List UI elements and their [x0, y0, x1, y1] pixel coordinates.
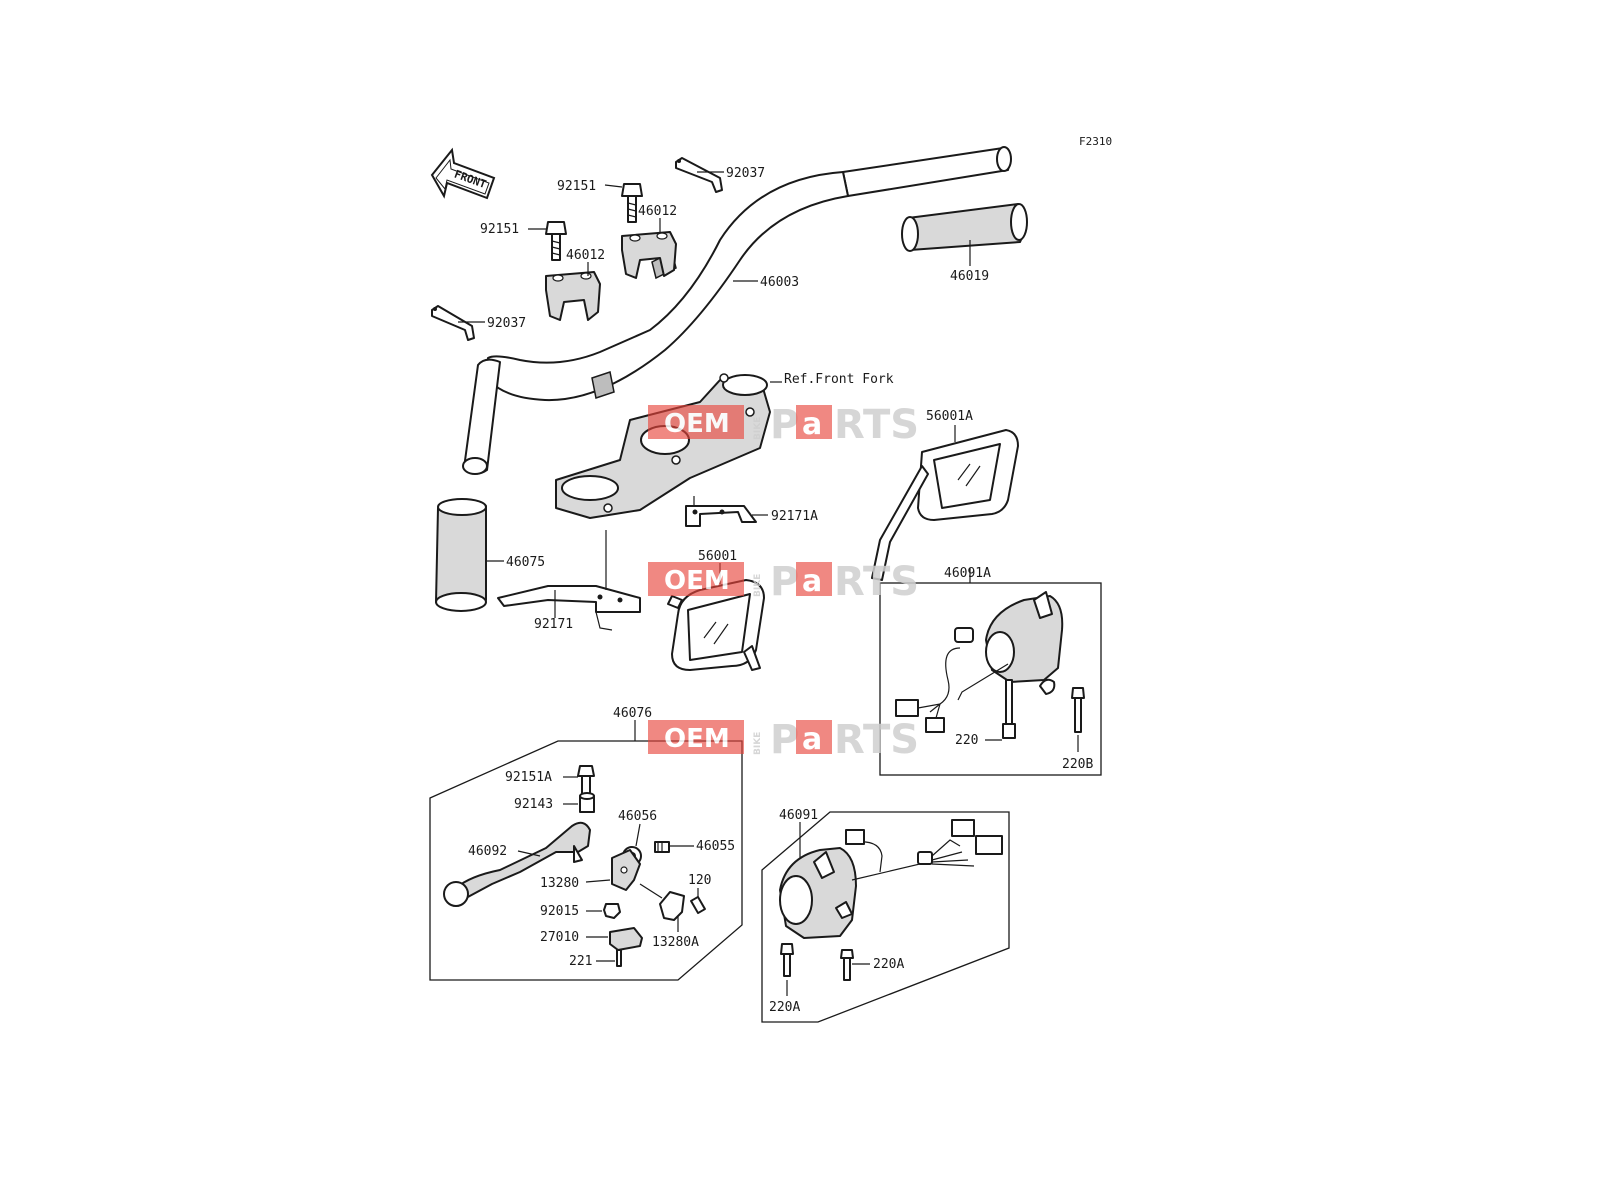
lever-46092-icon[interactable]	[443, 821, 591, 907]
screw-220B-icon[interactable]	[1071, 687, 1085, 733]
label-221: 221	[569, 954, 592, 969]
grip-46019-icon[interactable]	[901, 203, 1028, 252]
label-46091A: 46091A	[944, 566, 991, 581]
label-46075: 46075	[506, 555, 545, 570]
label-ref-front-fork: Ref.Front Fork	[784, 372, 894, 387]
screw-221-icon[interactable]	[616, 949, 622, 967]
screw-120-icon[interactable]	[690, 895, 706, 915]
label-220B: 220B	[1062, 757, 1093, 772]
svg-text:P: P	[770, 717, 799, 763]
label-56001: 56001	[698, 549, 737, 564]
watermark-2: OEM BIKE P a RTS	[648, 559, 919, 605]
nut-92015-icon[interactable]	[603, 903, 621, 919]
bolt-92151-right-icon[interactable]	[621, 183, 643, 223]
label-92151A: 92151A	[505, 770, 552, 785]
label-46019: 46019	[950, 269, 989, 284]
holder-46012-left-icon[interactable]	[545, 271, 601, 321]
label-120: 120	[688, 873, 711, 888]
mirror-56001-icon[interactable]	[667, 579, 765, 671]
svg-text:OEM: OEM	[664, 724, 730, 754]
label-220A-lower: 220A	[769, 1000, 800, 1015]
label-92037-right: 92037	[726, 166, 765, 181]
switch-27010-icon[interactable]	[609, 927, 643, 951]
clamp-92037-left-icon[interactable]	[431, 305, 475, 341]
switch-46091-box	[761, 811, 1010, 1023]
switch-housing-46091-icon[interactable]	[779, 819, 1003, 939]
label-13280A: 13280A	[652, 935, 699, 950]
clamp-92171A-icon[interactable]	[685, 505, 757, 527]
label-92151-left: 92151	[480, 222, 519, 237]
screw-220-icon[interactable]	[1002, 679, 1016, 739]
screw-220A-lower-icon[interactable]	[780, 943, 794, 977]
label-92171A: 92171A	[771, 509, 818, 524]
clamp-92037-right-icon[interactable]	[675, 157, 723, 193]
svg-text:P: P	[770, 402, 799, 448]
label-220: 220	[955, 733, 978, 748]
bolt-92151-left-icon[interactable]	[545, 221, 567, 261]
svg-text:OEM: OEM	[664, 566, 730, 596]
label-46076: 46076	[613, 706, 652, 721]
label-92151-right: 92151	[557, 179, 596, 194]
label-56001A: 56001A	[926, 409, 973, 424]
svg-text:BIKE: BIKE	[753, 417, 763, 440]
svg-text:P: P	[770, 559, 799, 605]
svg-text:RTS: RTS	[834, 717, 919, 763]
svg-text:BIKE: BIKE	[753, 732, 763, 755]
grip-46075-icon[interactable]	[435, 498, 487, 612]
label-92037-left: 92037	[487, 316, 526, 331]
mirror-56001A-icon[interactable]	[871, 429, 1019, 581]
top-bridge-icon[interactable]	[555, 373, 771, 519]
handlebar-46003[interactable]	[462, 146, 1012, 475]
svg-text:RTS: RTS	[834, 559, 919, 605]
bolt-92151A-icon[interactable]	[577, 765, 595, 799]
label-92143: 92143	[514, 797, 553, 812]
screw-220A-upper-icon[interactable]	[840, 949, 854, 981]
label-46012-right: 46012	[638, 204, 677, 219]
switch-housing-46091A-icon[interactable]	[895, 591, 1064, 733]
label-46012-left: 46012	[566, 248, 605, 263]
watermark-1: OEM BIKE P a RTS	[648, 402, 919, 448]
svg-text:BIKE: BIKE	[753, 574, 763, 597]
label-46091: 46091	[779, 808, 818, 823]
svg-text:a: a	[802, 564, 822, 599]
holder-13280A-icon[interactable]	[639, 883, 685, 921]
holder-46012-right-icon[interactable]	[621, 231, 677, 279]
switch-46091A-box	[879, 582, 1102, 776]
lever-46076-box	[429, 740, 743, 981]
front-direction-arrow-icon: FRONT	[430, 147, 496, 200]
label-220A-upper: 220A	[873, 957, 904, 972]
watermark-3: OEM BIKE P a RTS	[648, 717, 919, 763]
label-46092: 46092	[468, 844, 507, 859]
label-46055: 46055	[696, 839, 735, 854]
label-92171: 92171	[534, 617, 573, 632]
screw-46055-icon[interactable]	[654, 841, 670, 853]
label-46003: 46003	[760, 275, 799, 290]
svg-text:RTS: RTS	[834, 402, 919, 448]
label-46056: 46056	[618, 809, 657, 824]
collar-92143-icon[interactable]	[579, 792, 595, 813]
label-92015: 92015	[540, 904, 579, 919]
svg-text:a: a	[802, 722, 822, 757]
label-27010: 27010	[540, 930, 579, 945]
svg-text:OEM: OEM	[664, 409, 730, 439]
holder-13280-icon[interactable]	[611, 849, 641, 891]
clamp-92171-icon[interactable]	[497, 585, 641, 631]
label-13280: 13280	[540, 876, 579, 891]
svg-text:a: a	[802, 407, 822, 442]
figure-code: F2310	[1079, 135, 1112, 148]
